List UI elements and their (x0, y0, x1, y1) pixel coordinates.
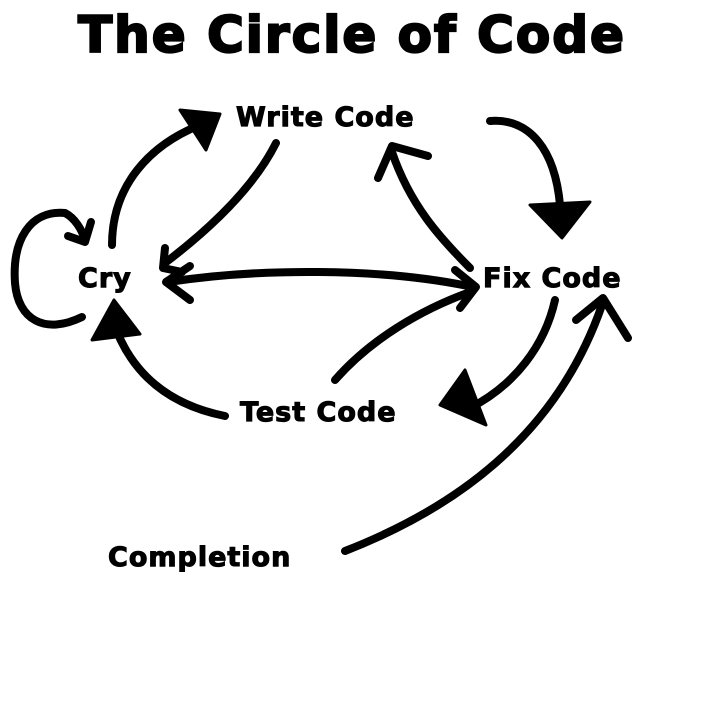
edge-completion-to-fix (341, 294, 632, 555)
edge-test-to-cry (90, 298, 229, 420)
node-completion: Completion (108, 542, 291, 573)
edge-fix-to-write (374, 142, 474, 272)
edge-write-to-cry (159, 139, 280, 276)
edge-cry-to-write (108, 108, 222, 249)
node-cry: Cry (78, 263, 132, 294)
node-write-code: Write Code (236, 102, 415, 133)
node-fix-code: Fix Code (483, 263, 622, 294)
diagram-title: The Circle of Code (78, 6, 626, 64)
edge-cry-fix-horizontal (162, 262, 480, 312)
edge-write-to-fix (486, 116, 592, 240)
edge-test-to-fix (331, 288, 474, 384)
edge-fix-to-test (438, 296, 559, 427)
node-test-code: Test Code (240, 397, 397, 428)
edge-cry-self-loop (10, 208, 95, 329)
